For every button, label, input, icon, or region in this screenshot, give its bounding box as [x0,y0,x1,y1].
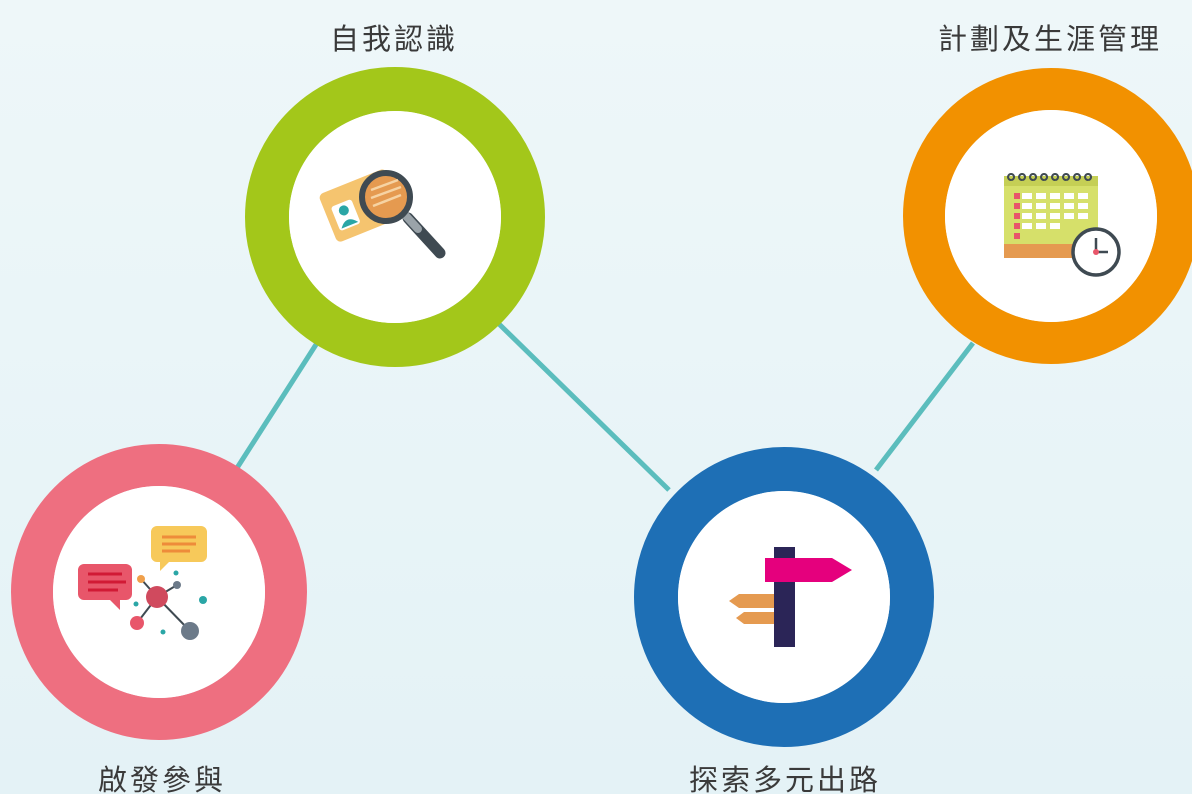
connector-explore-plan [874,341,975,472]
ring-self-awareness [245,67,545,367]
ring-inspire [11,444,307,740]
connector-self-explore [495,320,671,492]
id-card-magnifier-icon [319,169,446,259]
node-explore[interactable] [634,447,934,747]
ring-planning [903,68,1192,364]
label-self-awareness: 自我認識 [330,22,459,56]
node-self-awareness[interactable] [245,67,545,367]
calendar-clock-icon [1004,173,1121,277]
node-inspire[interactable] [11,444,307,740]
connectors [234,320,975,492]
label-planning: 計劃及生涯管理 [938,22,1163,56]
chat-network-icon [78,526,207,640]
ring-explore [634,447,934,747]
connector-inspire-self [234,341,320,470]
label-explore: 探索多元出路 [689,763,882,794]
label-inspire: 啟發參與 [98,763,227,794]
node-planning[interactable] [903,68,1192,364]
signpost-icon [729,547,852,647]
